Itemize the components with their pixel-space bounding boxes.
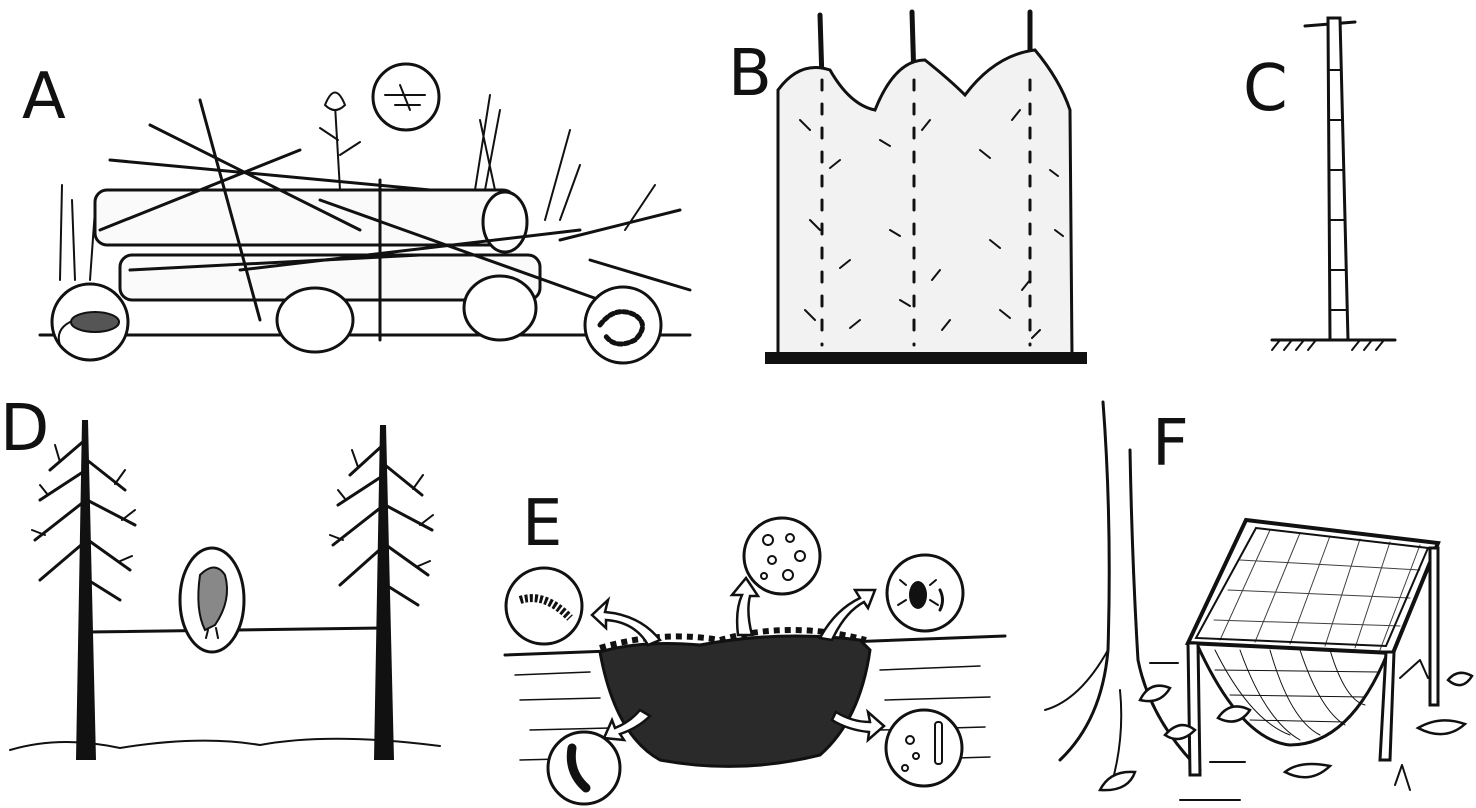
panel-b: B	[728, 12, 1087, 364]
centipede-icon	[506, 568, 582, 644]
seeds-icon	[744, 518, 820, 594]
flower-icon	[320, 93, 360, 191]
panel-f: F	[1045, 402, 1472, 800]
beetle-icon	[887, 555, 963, 631]
panel-label-f: F	[1152, 407, 1189, 481]
snake-icon	[585, 287, 661, 363]
panel-label-d: D	[0, 392, 49, 466]
panel-a: A	[22, 60, 690, 363]
bamboo-pole	[1272, 18, 1395, 350]
litter-trap	[1045, 402, 1472, 800]
panel-d: D	[0, 392, 440, 760]
panel-label-a: A	[22, 60, 66, 134]
hedge-wall	[765, 12, 1087, 364]
tree-right	[330, 425, 433, 760]
panel-e: E	[505, 487, 1005, 804]
panel-label-b: B	[728, 37, 772, 111]
tree-left	[32, 420, 135, 760]
mouse-icon	[52, 284, 128, 360]
compost-pit	[505, 518, 1005, 804]
panel-c: C	[1243, 18, 1395, 350]
perch-wire	[10, 420, 440, 760]
inset-insect-icon	[373, 64, 439, 130]
panel-label-e: E	[522, 487, 562, 561]
microbes-icon	[886, 710, 962, 786]
panel-label-c: C	[1243, 52, 1288, 126]
worm-icon	[548, 732, 620, 804]
bird-icon	[180, 548, 244, 652]
